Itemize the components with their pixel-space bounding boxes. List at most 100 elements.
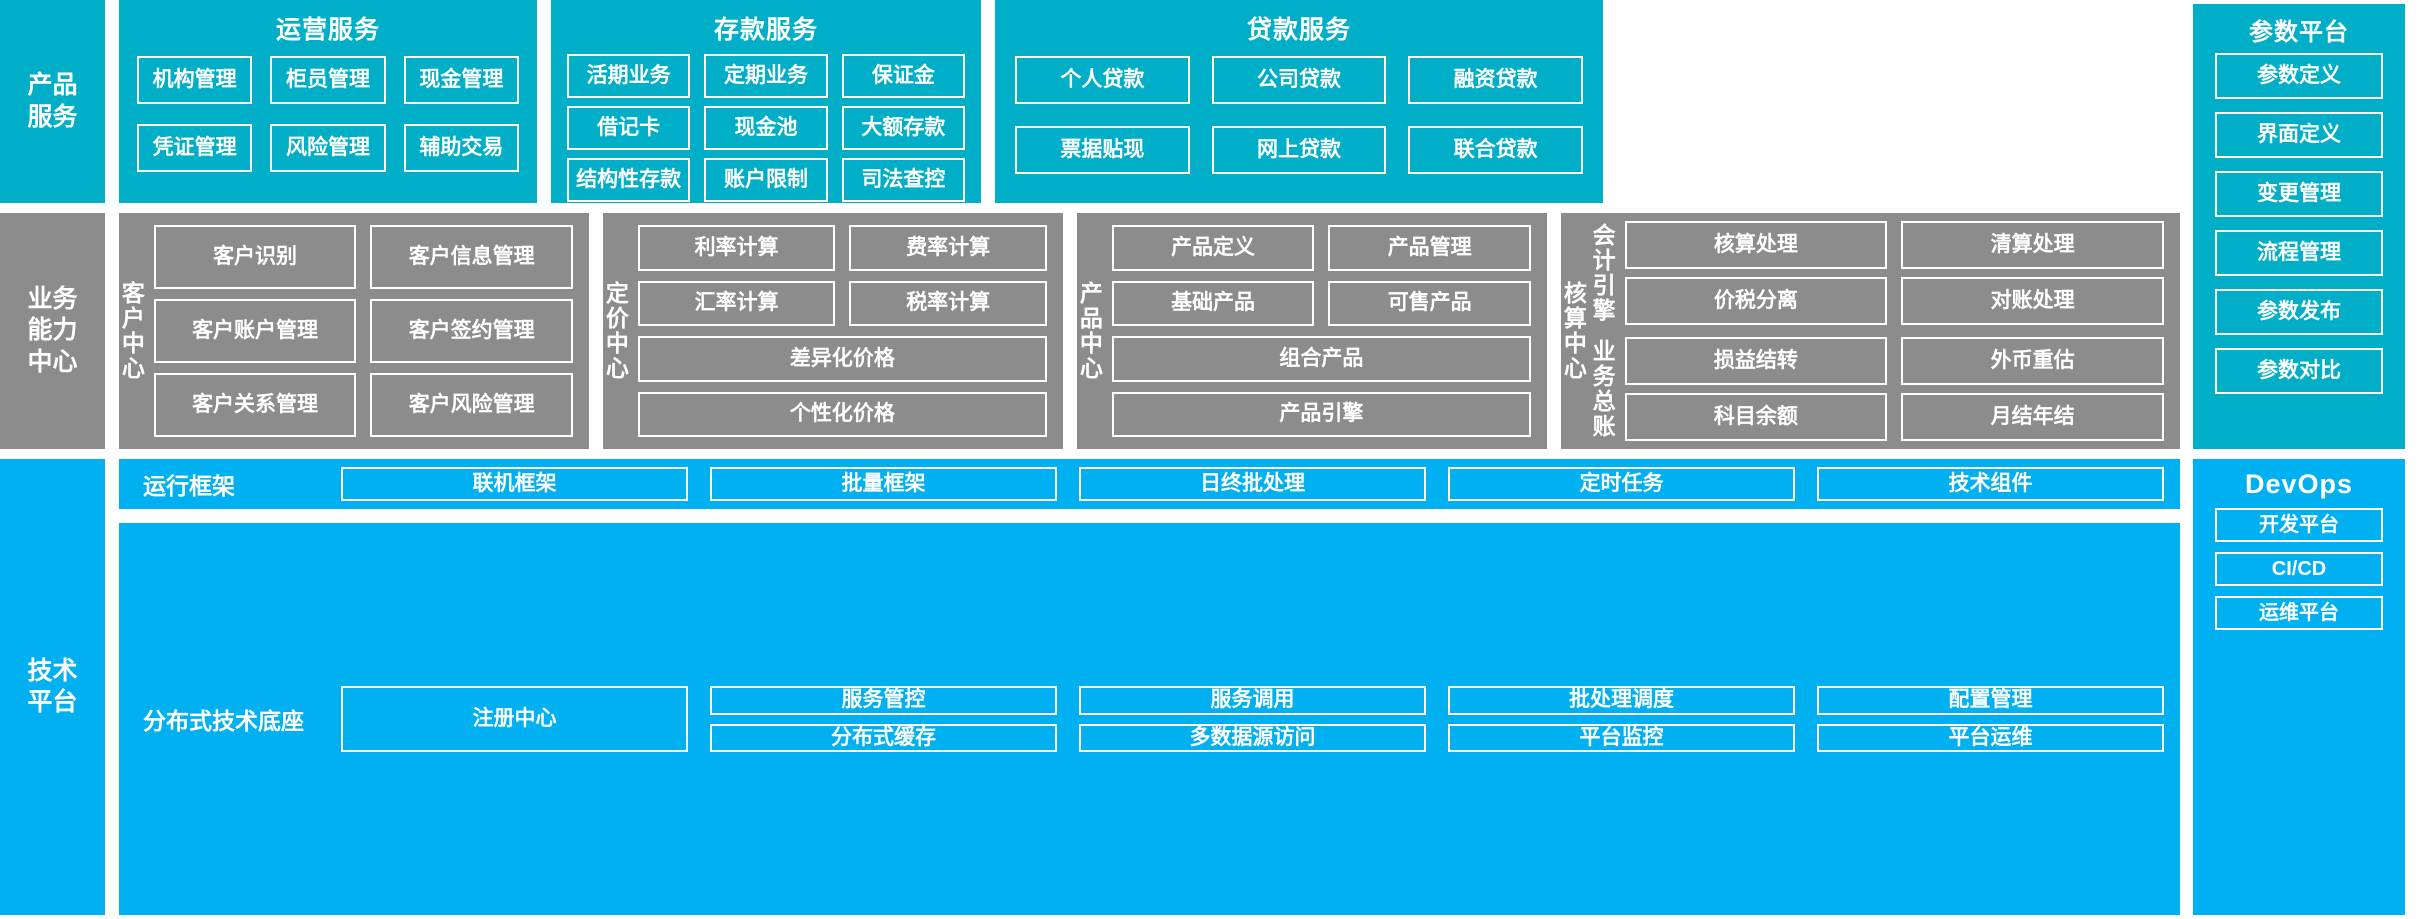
service-cell[interactable]: 辅助交易 [403,124,519,172]
service-cell[interactable]: 大额存款 [841,106,965,150]
capability-cell[interactable]: 税率计算 [849,280,1047,326]
capability-cell[interactable]: 基础产品 [1111,280,1315,326]
capability-cell[interactable]: 客户信息管理 [370,225,573,289]
service-cell[interactable]: 风险管理 [270,124,386,172]
group-items-devops: 开发平台 CI/CD 运维平台 [2193,508,2405,909]
capability-cell[interactable]: 汇率计算 [637,280,836,326]
service-cell[interactable]: 结构性存款 [567,158,691,202]
group-title-loan-service: 贷款服务 [1246,16,1351,44]
group-title-devops: DevOps [2244,469,2354,499]
service-cell[interactable]: 司法查控 [841,158,965,202]
parameter-cell[interactable]: 参数对比 [2215,348,2383,394]
product-service-layer: 产品 服务 运营服务 机构管理 柜员管理 现金管理 凭证管理 风险管理 辅助交易… [0,0,2423,203]
center-items-product: 产品定义 产品管理 基础产品 可售产品 组合产品 产品引擎 [1106,213,1547,449]
devops-cell[interactable]: CI/CD [2215,552,2383,586]
tech-cell[interactable]: 平台监控 [1448,723,1795,752]
capability-cell[interactable]: 客户签约管理 [370,299,573,363]
group-title-operation-service: 运营服务 [275,16,380,44]
subsection-general-ledger: 业务总账 损益结转 外币重估 科目余额 月结年结 [1590,337,2164,441]
subsection-label-general-ledger: 业务总账 [1592,338,1616,439]
service-cell[interactable]: 个人贷款 [1015,56,1190,104]
capability-cell[interactable]: 损益结转 [1624,337,1888,385]
service-cell[interactable]: 联合贷款 [1408,126,1583,174]
capability-cell[interactable]: 清算处理 [1901,221,2164,269]
capability-cell[interactable]: 对账处理 [1901,277,2164,325]
tech-cell[interactable]: 批处理调度 [1448,686,1795,715]
service-cell[interactable]: 账户限制 [704,158,828,202]
service-cell[interactable]: 凭证管理 [137,124,253,172]
service-cell[interactable]: 网上贷款 [1211,126,1387,174]
capability-cell[interactable]: 客户账户管理 [153,299,357,363]
capability-cell[interactable]: 客户风险管理 [370,373,573,437]
capability-cell[interactable]: 价税分离 [1624,277,1888,325]
capability-cell-wide[interactable]: 差异化价格 [637,336,1047,382]
band-title-runtime-framework: 运行框架 [143,473,235,499]
devops-cell[interactable]: 开发平台 [2215,508,2383,542]
tech-cell[interactable]: 联机框架 [341,467,688,501]
tech-cell[interactable]: 配置管理 [1817,686,2164,715]
band-distributed-base: 分布式技术底座 注册中心 服务管控 服务调用 批处理调度 配置管理 分布式缓存 … [119,523,2180,915]
service-cell[interactable]: 保证金 [841,54,965,98]
capability-cell[interactable]: 费率计算 [849,225,1047,271]
tech-cell-registry[interactable]: 注册中心 [341,686,688,752]
band-runtime-framework: 运行框架 联机框架 批量框架 日终批处理 定时任务 技术组件 [119,459,2180,509]
group-loan-service: 贷款服务 个人贷款 公司贷款 融资贷款 票据贴现 网上贷款 联合贷款 [995,0,1603,203]
tech-cell[interactable]: 服务管控 [710,686,1057,715]
center-label-accounting: 核算中心 [1563,280,1587,381]
tech-cell[interactable]: 技术组件 [1817,467,2164,501]
capability-cell[interactable]: 产品定义 [1111,225,1315,271]
capability-cell-wide[interactable]: 组合产品 [1111,336,1531,382]
center-label-product: 产品中心 [1079,280,1103,381]
business-capability-layer: 业务 能力 中心 客户中心 客户识别 客户信息管理 客户账户管理 客户签约管理 … [0,213,2180,449]
tech-cell[interactable]: 定时任务 [1448,467,1795,501]
service-cell[interactable]: 现金池 [704,106,828,150]
tech-cell[interactable]: 分布式缓存 [710,723,1057,752]
group-operation-service: 运营服务 机构管理 柜员管理 现金管理 凭证管理 风险管理 辅助交易 [119,0,537,203]
capability-cell[interactable]: 月结年结 [1901,393,2164,441]
center-items-pricing: 利率计算 费率计算 汇率计算 税率计算 差异化价格 个性化价格 [632,213,1063,449]
center-items-customer: 客户识别 客户信息管理 客户账户管理 客户签约管理 客户关系管理 客户风险管理 [148,213,589,449]
service-cell[interactable]: 现金管理 [403,56,519,104]
parameter-cell[interactable]: 参数发布 [2215,289,2383,335]
tech-cell[interactable]: 服务调用 [1079,686,1426,715]
group-parameter-platform: 参数平台 参数定义 界面定义 变更管理 流程管理 参数发布 参数对比 [2193,4,2405,449]
tech-cell[interactable]: 平台运维 [1817,723,2164,752]
capability-cell[interactable]: 科目余额 [1624,393,1888,441]
tech-cell[interactable]: 日终批处理 [1079,467,1426,501]
center-accounting: 核算中心 会计引擎 核算处理 清算处理 价税分离 对账处理 业务总账 损益结转 [1561,213,2180,449]
center-customer: 客户中心 客户识别 客户信息管理 客户账户管理 客户签约管理 客户关系管理 客户… [119,213,589,449]
technology-platform-layer: 技术 平台 运行框架 联机框架 批量框架 日终批处理 定时任务 技术组件 分布式… [0,459,2180,915]
capability-cell[interactable]: 产品管理 [1328,225,1531,271]
group-devops: DevOps 开发平台 CI/CD 运维平台 [2193,459,2405,915]
technology-bands: 运行框架 联机框架 批量框架 日终批处理 定时任务 技术组件 分布式技术底座 注… [119,459,2180,915]
capability-cell[interactable]: 核算处理 [1624,221,1888,269]
service-cell[interactable]: 定期业务 [704,54,828,98]
capability-cell[interactable]: 外币重估 [1901,337,2164,385]
subsection-label-accounting-engine: 会计引擎 [1592,222,1616,323]
parameter-cell[interactable]: 界面定义 [2215,112,2383,158]
service-cell[interactable]: 公司贷款 [1211,56,1387,104]
band-title-distributed-base: 分布式技术底座 [143,708,304,734]
capability-cell[interactable]: 利率计算 [637,225,836,271]
capability-cell[interactable]: 可售产品 [1328,280,1531,326]
service-cell[interactable]: 机构管理 [137,56,253,104]
capability-cell-wide[interactable]: 个性化价格 [637,391,1047,437]
service-cell[interactable]: 票据贴现 [1015,126,1190,174]
parameter-cell[interactable]: 变更管理 [2215,171,2383,217]
band-items-distributed-base: 注册中心 服务管控 服务调用 批处理调度 配置管理 分布式缓存 多数据源访问 平… [341,686,2164,752]
devops-cell[interactable]: 运维平台 [2215,596,2383,630]
band-items-runtime-framework: 联机框架 批量框架 日终批处理 定时任务 技术组件 [341,467,2164,501]
tech-cell[interactable]: 批量框架 [710,467,1057,501]
parameter-cell[interactable]: 流程管理 [2215,230,2383,276]
service-cell[interactable]: 融资贷款 [1408,56,1583,104]
capability-cell[interactable]: 客户识别 [153,225,357,289]
center-label-customer: 客户中心 [121,280,145,381]
tech-cell[interactable]: 多数据源访问 [1079,723,1426,752]
parameter-cell[interactable]: 参数定义 [2215,53,2383,99]
capability-cell-wide[interactable]: 产品引擎 [1111,391,1531,437]
service-cell[interactable]: 活期业务 [567,54,691,98]
capability-cell[interactable]: 客户关系管理 [153,373,357,437]
service-cell[interactable]: 柜员管理 [270,56,386,104]
service-cell[interactable]: 借记卡 [567,106,691,150]
subsection-grid: 核算处理 清算处理 价税分离 对账处理 [1624,221,2164,325]
